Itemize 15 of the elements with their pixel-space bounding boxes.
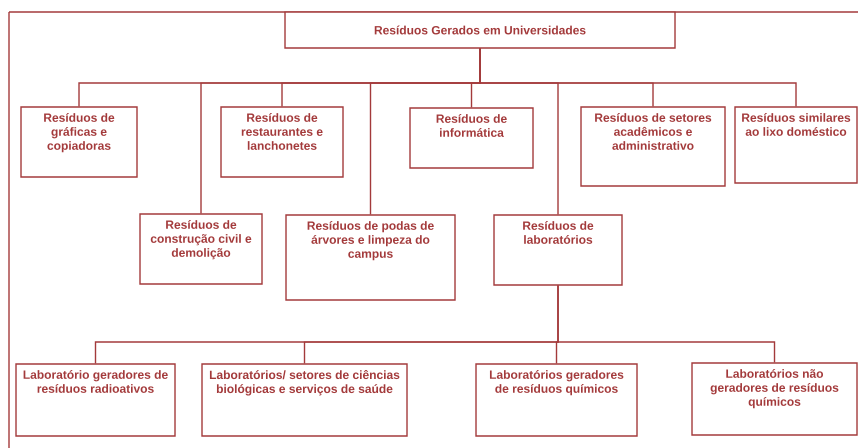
connector-line — [479, 48, 797, 106]
category-box: Resíduos de restaurantes e lanchonetes — [220, 106, 344, 178]
category-box: Resíduos de laboratórios — [493, 214, 623, 286]
category-box: Resíduos de construção civil e demolição — [139, 213, 263, 285]
category-box: Resíduos de informática — [409, 107, 534, 169]
title-box: Resíduos Gerados em Universidades — [284, 11, 676, 49]
category-box: Resíduos de setores acadêmicos e administrativo — [580, 106, 726, 187]
category-box: Resíduos de podas de árvores e limpeza do campus — [285, 214, 456, 301]
category-box: Laboratórios/ setores de ciências biológicas e serviços de saúde — [201, 363, 408, 437]
category-box: Laboratórios não geradores de resíduos químicos — [691, 362, 858, 436]
category-box: Resíduos similares ao lixo doméstico — [734, 106, 858, 184]
connector-line — [557, 286, 776, 362]
category-box: Laboratórios geradores de resíduos químicos — [475, 363, 638, 437]
category-box: Laboratório geradores de resíduos radioativos — [15, 363, 176, 437]
category-box: Resíduos de gráficas e copiadoras — [20, 106, 138, 178]
